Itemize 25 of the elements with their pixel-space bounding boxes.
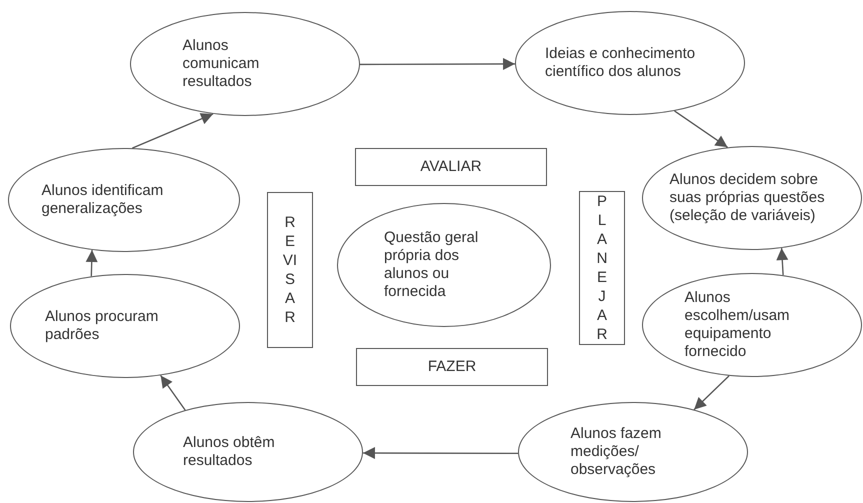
node-label: Ideias e conhecimento científico dos alunos (545, 45, 696, 81)
arrow (362, 447, 518, 460)
arrow (360, 58, 516, 70)
node-label: Alunos decidem sobre suas próprias questões (seleção de variáveis) (670, 171, 826, 225)
arrow (694, 375, 730, 410)
stage-box (579, 191, 625, 345)
node-label: Alunos procuram padrões (45, 308, 160, 344)
stage-box (356, 348, 548, 386)
arrow (674, 110, 728, 148)
vertical-stage-label: REVISAR (282, 213, 298, 327)
node-label: Alunos escolhem/usam equipamento fornecido (684, 289, 791, 361)
node-label: Alunos fazem medições/ observações (570, 425, 662, 479)
node-label: Alunos identificam generalizações (42, 182, 164, 218)
node-label: Alunos comunicam resultados (182, 37, 260, 91)
arrow (160, 375, 186, 410)
node-label: Alunos obtêm resultados (183, 434, 276, 470)
arrow (86, 250, 98, 276)
stage-label: AVALIAR (420, 158, 482, 176)
stage-box (267, 192, 313, 348)
stage-box (355, 148, 547, 186)
arrow (776, 248, 788, 276)
stage-label: FAZER (428, 358, 476, 376)
node-label: Questão geral própria dos alunos ou fornecida (384, 229, 480, 301)
arrow (132, 113, 214, 149)
vertical-stage-label: PLANEJAR (596, 192, 608, 344)
